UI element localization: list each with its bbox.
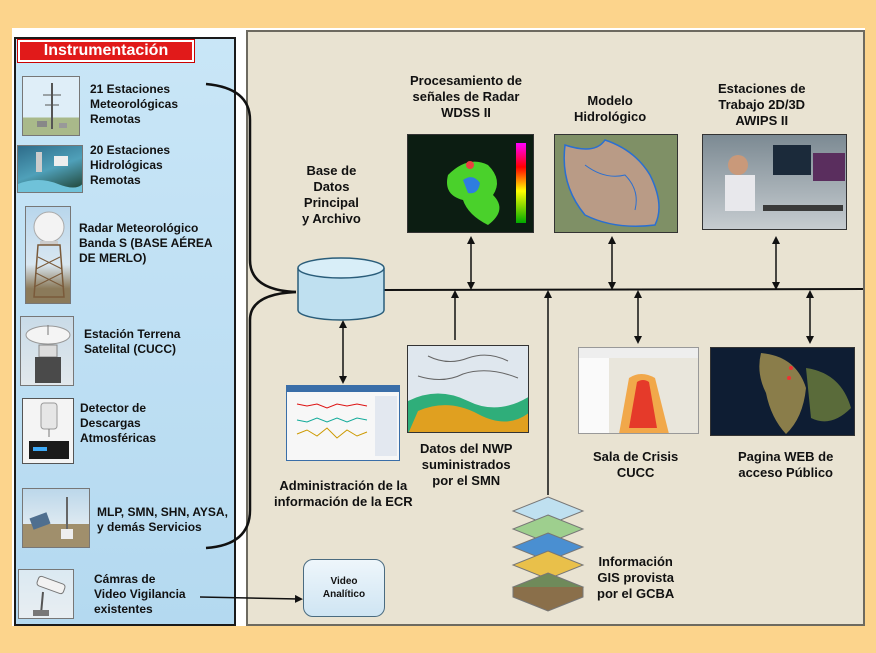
- public-web-map-image: [710, 347, 855, 436]
- radar-image: [407, 134, 534, 233]
- satellite-dish-image: [20, 316, 74, 386]
- gis-layers-image: [509, 493, 587, 617]
- database-label: Base de Datos Principal y Archivo: [302, 163, 361, 226]
- hydro-station-image: [17, 145, 83, 193]
- instr-label-lightning: Detector de Descargas Atmosféricas: [80, 401, 157, 445]
- crisis-map-image: [578, 347, 699, 434]
- instr-label-cameras: Cámras de Video Vigilancia existentes: [94, 572, 186, 616]
- radar-tower-image: [25, 206, 71, 304]
- instr-label-services: MLP, SMN, SHN, AYSA, y demás Servicios: [97, 505, 228, 534]
- services-station-image: [22, 488, 90, 548]
- database-cylinder: [297, 257, 385, 321]
- nwp-map-image: [407, 345, 529, 433]
- crisis-room-label: Sala de Crisis CUCC: [593, 449, 679, 480]
- instr-label-weather-stations: 21 Estaciones Meteorológicas Remotas: [90, 82, 179, 126]
- nwp-data-label: Datos del NWP suministrados por el SMN: [420, 441, 513, 488]
- hydro-model-label: Modelo Hidrológico: [574, 93, 647, 124]
- public-web-label: Pagina WEB de acceso Público: [738, 449, 834, 480]
- ecr-admin-label: Administración de la información de la E…: [274, 478, 413, 509]
- gis-info-label: Información GIS provista por el GCBA: [597, 554, 675, 601]
- workstation-photo: [702, 134, 847, 230]
- weather-station-image: [22, 76, 80, 136]
- instr-label-satellite: Estación Terrena Satelital (CUCC): [84, 327, 181, 356]
- instr-label-radar: Radar Meteorológico Banda S (BASE AÉREA …: [79, 221, 213, 265]
- instr-label-hydro-stations: 20 Estaciones Hidrológicas Remotas: [90, 143, 171, 187]
- radar-processing-label: Procesamiento de señales de Radar WDSS I…: [410, 73, 522, 120]
- ecr-chart-image: [286, 385, 400, 461]
- instrumentation-title: Instrumentación: [18, 40, 194, 62]
- lightning-detector-image: [22, 398, 74, 464]
- workstations-label: Estaciones de Trabajo 2D/3D AWIPS II: [718, 81, 806, 128]
- video-analytics-box: Video Analítico: [303, 559, 385, 617]
- hydro-map-image: [554, 134, 678, 233]
- cctv-camera-image: [18, 569, 74, 619]
